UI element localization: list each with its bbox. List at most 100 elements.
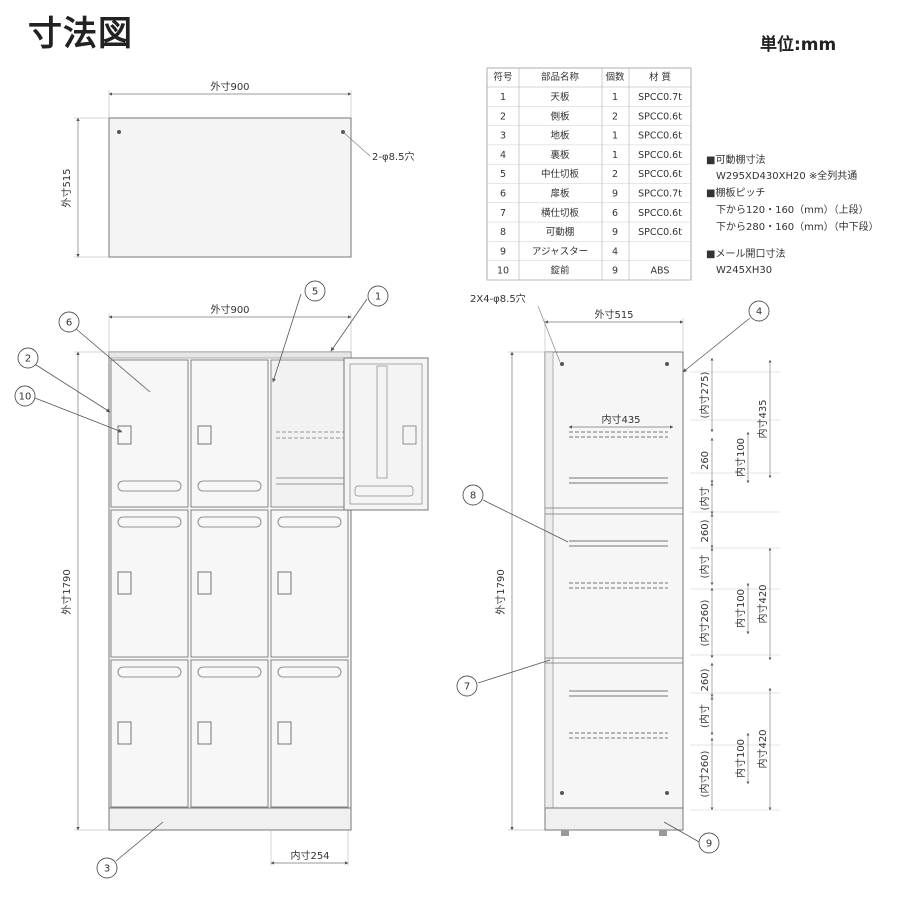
mail-slot — [117, 516, 182, 528]
side-dim-label: 内寸435 — [756, 399, 769, 438]
callout-circle — [58, 311, 80, 333]
side-dim-label: (内寸 — [698, 555, 711, 579]
callout-circle — [462, 484, 484, 506]
top-plate-outline — [108, 117, 352, 258]
table-cell-material: SPCC0.6t — [638, 208, 682, 219]
locker-door — [110, 509, 189, 658]
side-dim-label: 260) — [700, 668, 711, 691]
table-cell-material: SPCC0.7t — [638, 189, 682, 200]
table-cell-name: 錠前 — [550, 265, 569, 277]
table-cell-name: アジャスター — [532, 246, 588, 257]
table-header-name: 部品名称 — [541, 71, 580, 83]
locker-door — [190, 359, 269, 508]
table-cell-qty: 2 — [612, 111, 618, 122]
side-dim-label: 内寸100 — [734, 589, 747, 628]
note-line: ■棚板ピッチ — [706, 186, 765, 199]
callout-circle — [14, 385, 36, 407]
table-cell-name: 横仕切板 — [541, 207, 580, 219]
table-cell-name: 地板 — [550, 130, 570, 142]
note-line: ■可動棚寸法 — [706, 153, 765, 166]
base-plinth — [108, 807, 352, 831]
lock-icon — [197, 425, 212, 445]
mail-slot — [277, 666, 342, 678]
locker-door — [110, 659, 189, 808]
locker-door — [270, 659, 349, 808]
page-title: 寸法図 — [28, 14, 133, 54]
table-cell-material: SPCC0.6t — [638, 169, 682, 180]
side-hole-label: 2X4-φ8.5穴 — [470, 292, 526, 305]
table-cell-material: SPCC0.6t — [638, 227, 682, 238]
callout-number: 6 — [66, 318, 72, 329]
lock-icon — [277, 721, 292, 745]
table-cell-material: SPCC0.6t — [638, 131, 682, 142]
callout-number: 8 — [470, 491, 476, 502]
callout-number: 2 — [25, 354, 31, 365]
callout-circle — [96, 857, 118, 879]
callout-number: 10 — [19, 392, 32, 403]
locker-door — [270, 509, 349, 658]
callout-number: 1 — [375, 292, 381, 303]
table-header-code: 符号 — [493, 71, 512, 83]
open-door — [343, 357, 429, 511]
table-cell-name: 中仕切板 — [541, 168, 580, 180]
callout-circle — [367, 285, 389, 307]
table-cell-name: 側板 — [550, 110, 570, 122]
callout-circle — [698, 832, 720, 854]
callout-number: 4 — [756, 307, 762, 318]
callout-number: 7 — [464, 682, 470, 693]
side-height-label: 外寸1790 — [494, 569, 507, 614]
mount-hole — [117, 130, 121, 134]
table-cell-material: SPCC0.7t — [638, 92, 682, 103]
table-cell-name: 扉板 — [550, 188, 570, 200]
front-view: 外寸900 外寸1790 内寸254 — [60, 303, 429, 866]
table-cell-code: 1 — [500, 92, 506, 103]
table-cell-name: 天板 — [550, 91, 570, 103]
table-cell-qty: 9 — [612, 227, 618, 238]
locker-door — [110, 359, 189, 508]
lock-icon — [117, 425, 132, 445]
side-dim-label: 260) — [700, 519, 711, 542]
note-line: 下から120・160（mm）（上段） — [716, 203, 869, 216]
mail-slot — [197, 480, 262, 492]
front-inner-width-label: 内寸254 — [290, 849, 329, 862]
top-hole-label: 2-φ8.5穴 — [372, 150, 414, 163]
lock-icon — [197, 571, 212, 595]
table-cell-qty: 1 — [612, 92, 618, 103]
table-cell-code: 4 — [500, 150, 506, 161]
mail-slot — [197, 516, 262, 528]
top-width-label: 外寸900 — [210, 80, 249, 93]
table-cell-code: 8 — [500, 227, 506, 238]
table-cell-code: 6 — [500, 189, 506, 200]
side-dim-label: (内寸 — [698, 487, 711, 511]
top-depth-label: 外寸515 — [60, 168, 73, 207]
table-cell-code: 9 — [500, 246, 506, 257]
lock-icon — [117, 571, 132, 595]
locker-door — [190, 659, 269, 808]
table-cell-qty: 4 — [612, 246, 618, 257]
side-view: 外寸515 内寸435 2X4-φ8.5穴 外寸1790 (内寸275)260(… — [470, 292, 780, 836]
top-view: 外寸900 外寸515 2-φ8.5穴 — [60, 80, 414, 258]
side-dim-label: 内寸420 — [756, 584, 769, 623]
front-width-label: 外寸900 — [210, 303, 249, 316]
table-cell-name: 裏板 — [550, 149, 570, 161]
side-dim-label: (内寸 — [698, 704, 711, 728]
table-cell-material: SPCC0.6t — [638, 111, 682, 122]
callout-circle — [17, 347, 39, 369]
lock-icon — [277, 571, 292, 595]
table-cell-code: 10 — [497, 266, 509, 277]
lock-icon — [117, 721, 132, 745]
notes: ■可動棚寸法 W295XD430XH20 ※全列共通 ■棚板ピッチ 下から120… — [706, 153, 879, 276]
side-dim-label: (内寸260) — [698, 750, 711, 797]
unit-label: 単位:mm — [760, 35, 837, 55]
note-line: ■メール開口寸法 — [706, 247, 785, 260]
table-header-material: 材 質 — [649, 71, 671, 83]
side-dim-label: 内寸420 — [756, 729, 769, 768]
callout-number: 5 — [312, 287, 318, 298]
locker-door — [190, 509, 269, 658]
table-cell-qty: 1 — [612, 150, 618, 161]
table-cell-name: 可動棚 — [546, 226, 575, 238]
table-cell-qty: 2 — [612, 169, 618, 180]
